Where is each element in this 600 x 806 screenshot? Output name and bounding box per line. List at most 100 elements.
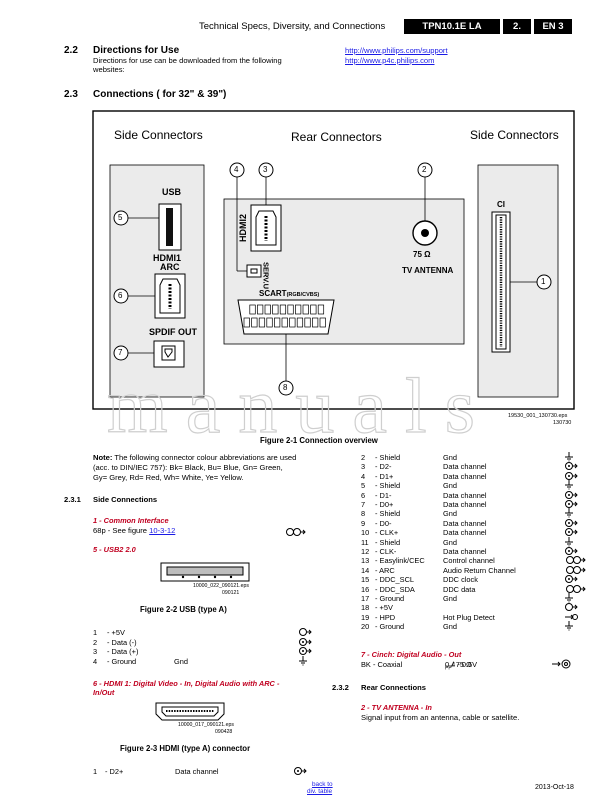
table-row: 7- D0+Data channel [361,499,578,511]
section-number: 2.3 [64,89,78,100]
body-text: websites: [93,65,125,74]
figure-file: 19530_001_130730.eps [508,413,568,419]
scart-pin [304,317,311,328]
spdif-label: SPDIF OUT [149,327,198,337]
scart-pin [317,304,325,315]
p4c-link[interactable]: http://www.p4c.philips.com [345,56,435,65]
scart-pin [281,317,288,328]
chapter-badge: 2. [503,19,531,34]
callout-7: 7 [118,348,123,357]
scart-pin [272,304,279,315]
usb-file-date: 090121 [222,590,240,596]
hdmi2-label: HDMI2 [238,214,248,243]
scart-pin [302,304,309,315]
scart-pin [296,317,304,328]
signal-icon [564,527,578,539]
tv-antenna-label: TV ANTENNA [402,266,454,275]
figure-file-date: 130730 [553,420,572,426]
usb-caption: Figure 2-2 USB (type A) [140,605,227,614]
scart-pin [274,317,281,328]
section-title: Rear Connections [361,683,426,692]
signal-icon [564,490,578,502]
signal-icon [564,565,586,577]
usb-connector-figure [160,562,250,582]
note-line-2: (acc. to DIN/IEC 757): Bk= Black, Bu= Bl… [93,463,283,472]
table-row: 10- CLK+Data channel [361,527,578,539]
usb-label: USB [162,187,182,197]
ci-text: 68p - See figure 10-3-12 [93,526,176,535]
table-row: 18- +5V [361,603,578,613]
hdmi-heading-2: In/Out [93,688,115,697]
scart-pin [257,304,264,315]
header-title: Technical Specs, Diversity, and Connecti… [199,21,386,32]
rear-connectors-label: Rear Connectors [291,130,382,144]
antenna-text: Signal input from an antenna, cable or s… [361,713,520,722]
hdmi-file-date: 090428 [215,729,233,735]
figure-caption: Figure 2-1 Connection overview [260,436,378,445]
hdmi1-label: HDMI1 [153,253,182,263]
figure-link[interactable]: 10-3-12 [149,526,176,535]
signal-icon [564,574,578,586]
signal-icon [564,518,578,530]
coax-output-icon [551,659,575,671]
hdmi-file: 10000_017_090121.eps [178,722,234,728]
table-row: 2- Data (-) [93,637,313,648]
hdmi-connector-figure [155,702,225,721]
section-title: Connections ( for 32" & 39") [93,89,227,100]
hdmi-heading: 6 - HDMI 1: Digital Video - In, Digital … [93,679,280,688]
callout-4: 4 [234,165,239,174]
section-title: Side Connections [93,495,158,504]
body-text: Directions for use can be downloaded fro… [93,56,282,65]
callout-1: 1 [541,277,546,286]
scart-label: SCART(RGB/CVBS) [259,289,320,298]
signal-icon [564,612,578,624]
footer-date: 2013-Oct-18 [535,784,574,791]
arc-label: ARC [160,262,180,272]
spdif-heading: 7 - Cinch: Digital Audio - Out [361,650,462,659]
section-title: Directions for Use [93,45,180,56]
callout-8: 8 [283,383,288,392]
signal-icon [298,627,312,639]
ground-icon [298,655,308,668]
signal-icon [564,499,578,511]
support-link[interactable]: http://www.philips.com/support [345,46,448,55]
note-line-1: Note: The following connector colour abb… [93,453,297,462]
connection-diagram [92,110,575,410]
scart-pin [310,304,317,315]
back-link-2[interactable]: div. table [307,788,333,795]
section-number: 2.3.1 [64,495,81,504]
ground-icon [564,593,574,605]
scart-pin [319,317,326,328]
callout-5: 5 [118,213,123,222]
signal-icon [564,584,586,596]
model-badge: TPN10.1E LA [404,19,500,34]
scart-pin [266,317,273,328]
signal-icon [298,646,312,658]
table-row: 6- D1-Data channel [361,490,578,502]
section-number: 2.2 [64,45,78,56]
table-row: 4- D1+Data channel [361,471,578,483]
signal-icon [293,766,307,778]
bidirectional-signal-icon [284,524,306,542]
scart-pin [264,304,271,315]
signal-icon [564,471,578,483]
signal-icon [564,461,578,473]
scart-pin [295,304,302,315]
hdmi-caption: Figure 2-3 HDMI (type A) connector [120,744,251,753]
table-row: 1 - D2+ Data channel [93,767,313,777]
back-link[interactable]: back to [312,781,333,788]
table-row: 3- D2-Data channel [361,461,578,473]
table-row: 1- +5V [93,628,313,638]
table-row: 9- D0-Data channel [361,518,578,530]
side-connectors-label: Side Connectors [470,128,559,142]
ground-icon [564,621,574,633]
ground-icon [564,480,574,492]
scart-pin [258,317,266,328]
